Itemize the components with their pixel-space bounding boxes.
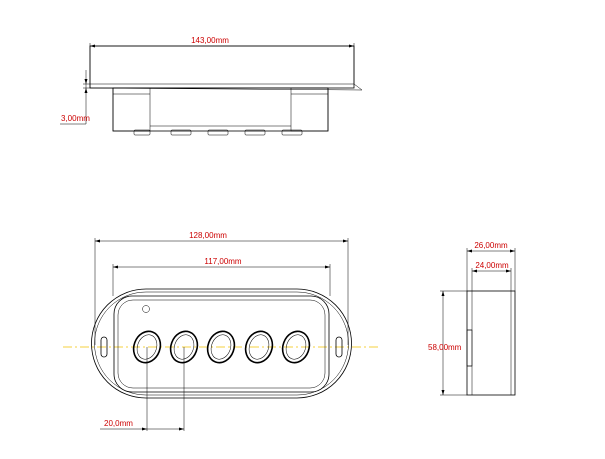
dim-top-thickness: 3,00mm [61,114,90,123]
pole-piece [132,330,162,364]
side-view-body [466,290,516,396]
pickup-body [113,295,330,393]
top-view-pole [133,129,151,136]
top-view-pole [170,129,192,136]
front-view: 128,00mm 117,00mm 20,0mm [63,231,378,431]
top-view-baseplate [89,45,355,89]
top-view: 143,00mm 3,00mm [60,36,363,136]
dim-side-depth-outer: 26,00mm [474,241,508,250]
pole-piece [281,330,311,364]
dim-outer-length: 128,00mm [189,231,227,240]
marker-dot [142,305,150,313]
dim-side-depth-inner: 24,00mm [475,261,509,270]
pole-piece [169,330,199,364]
pole-piece [206,330,236,364]
pole-piece [244,330,274,364]
dim-height: 58,00mm [428,343,462,352]
top-view-pole [244,129,266,136]
dim-pole-spacing: 20,0mm [104,419,133,428]
flange-outline [91,288,352,399]
top-view-pole [207,129,229,136]
top-view-body [112,87,329,132]
dim-top-length: 143,00mm [191,36,229,45]
top-view-pole [281,129,303,136]
side-view: 26,00mm 24,00mm 58,00mm [428,241,516,396]
mounting-slot-right [335,336,343,358]
dim-inner-length: 117,00mm [204,257,242,266]
mounting-slot-left [100,336,108,358]
